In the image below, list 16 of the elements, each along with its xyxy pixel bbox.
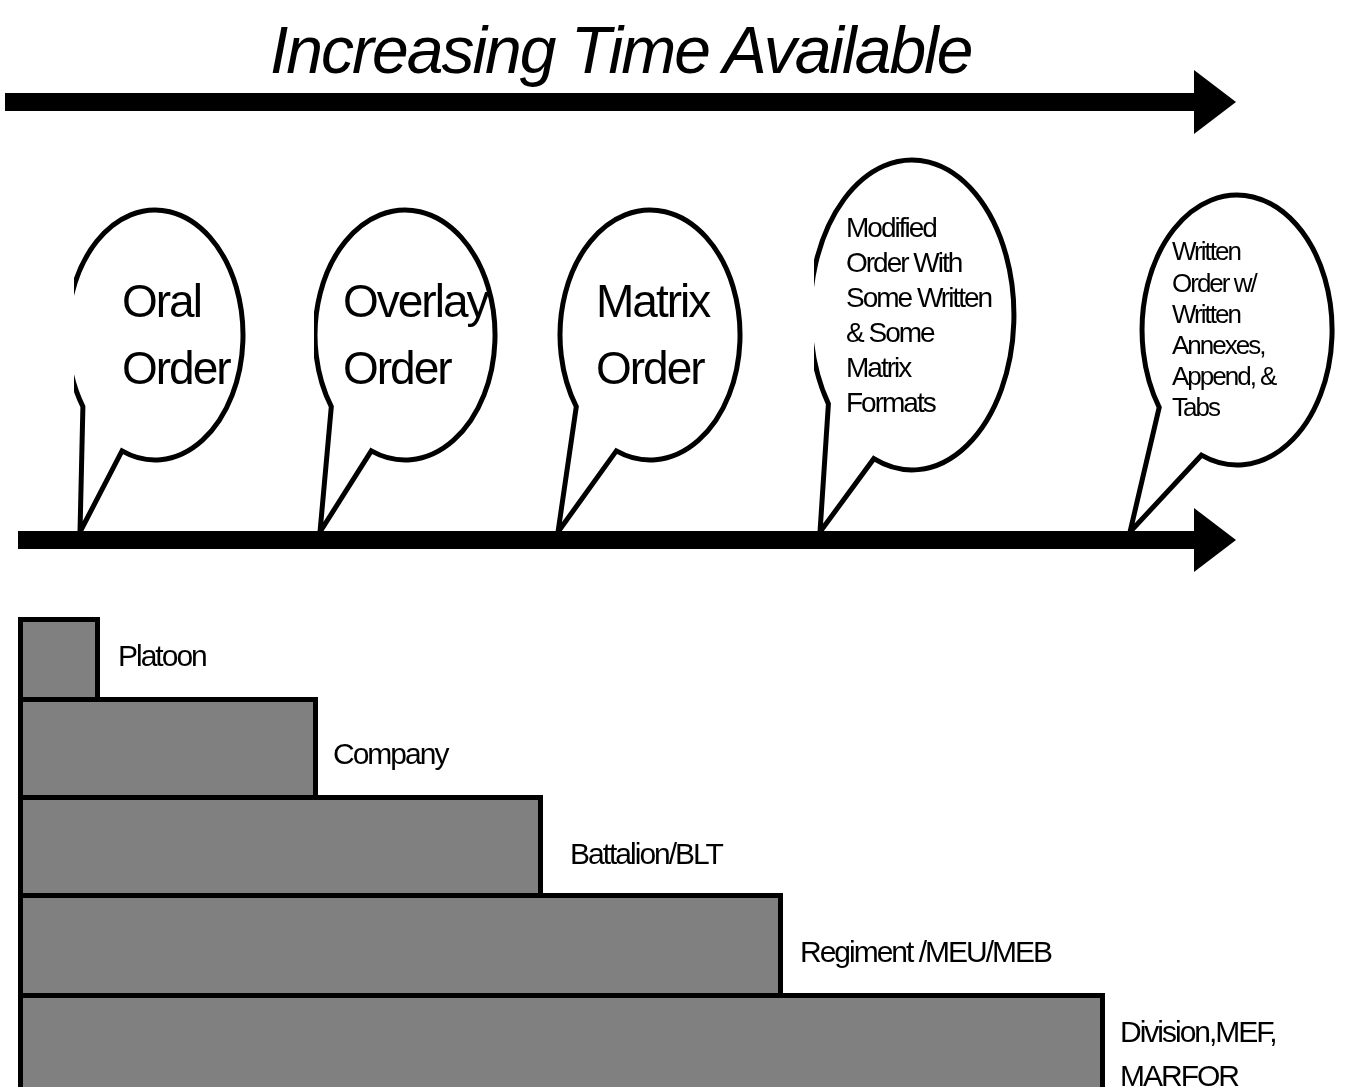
bar-label: Division,MEF, MARFOR <box>1120 1014 1277 1087</box>
step-bar <box>18 617 100 697</box>
bubble-text: Oral Order <box>122 274 232 396</box>
step-bar <box>18 893 783 993</box>
bar-label: Battalion/BLT <box>570 836 722 872</box>
bar-label: Company <box>333 736 448 772</box>
bubble-text: Written Order w/ Written Annexes, Append, & Tabs <box>1172 235 1277 425</box>
bar-label: Regiment /MEU/MEB <box>800 934 1052 970</box>
bar-label: Platoon <box>118 638 206 674</box>
bubble-text: Matrix Order <box>596 274 711 396</box>
step-bar <box>18 795 543 893</box>
title: Increasing Time Available <box>270 12 972 88</box>
step-bar <box>18 697 318 795</box>
bubble-text: Overlay Order <box>343 274 489 396</box>
bubble-text: Modified Order With Some Written & Some Matrix Formats <box>846 211 993 420</box>
step-bar <box>18 993 1105 1087</box>
